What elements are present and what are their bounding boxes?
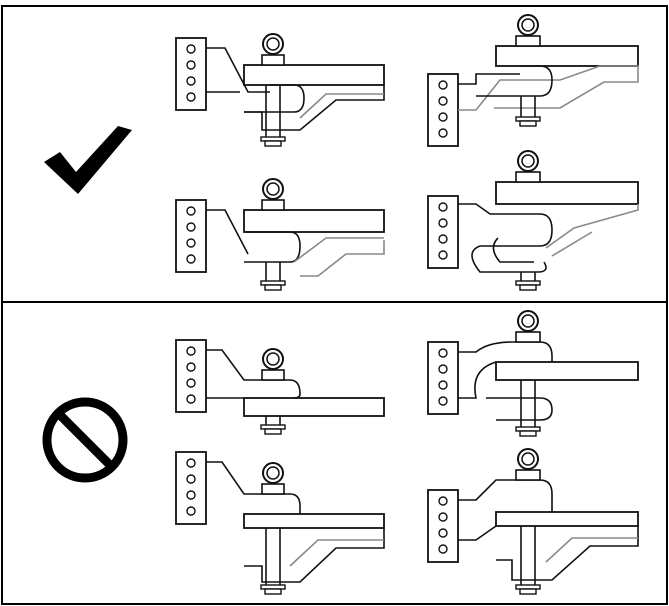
hitch-correct-3 bbox=[175, 178, 385, 291]
hitch-correct-2 bbox=[427, 14, 639, 147]
hitch-incorrect-4 bbox=[427, 448, 639, 595]
hitch-incorrect-3 bbox=[175, 451, 385, 595]
prohibited-icon bbox=[42, 397, 128, 483]
hitch-incorrect-2 bbox=[427, 310, 639, 437]
hitch-incorrect-1 bbox=[175, 339, 385, 435]
outer-frame bbox=[1, 5, 668, 605]
checkmark-icon bbox=[44, 126, 132, 194]
hitch-correct-1 bbox=[175, 33, 385, 147]
hitch-correct-4 bbox=[427, 150, 639, 291]
